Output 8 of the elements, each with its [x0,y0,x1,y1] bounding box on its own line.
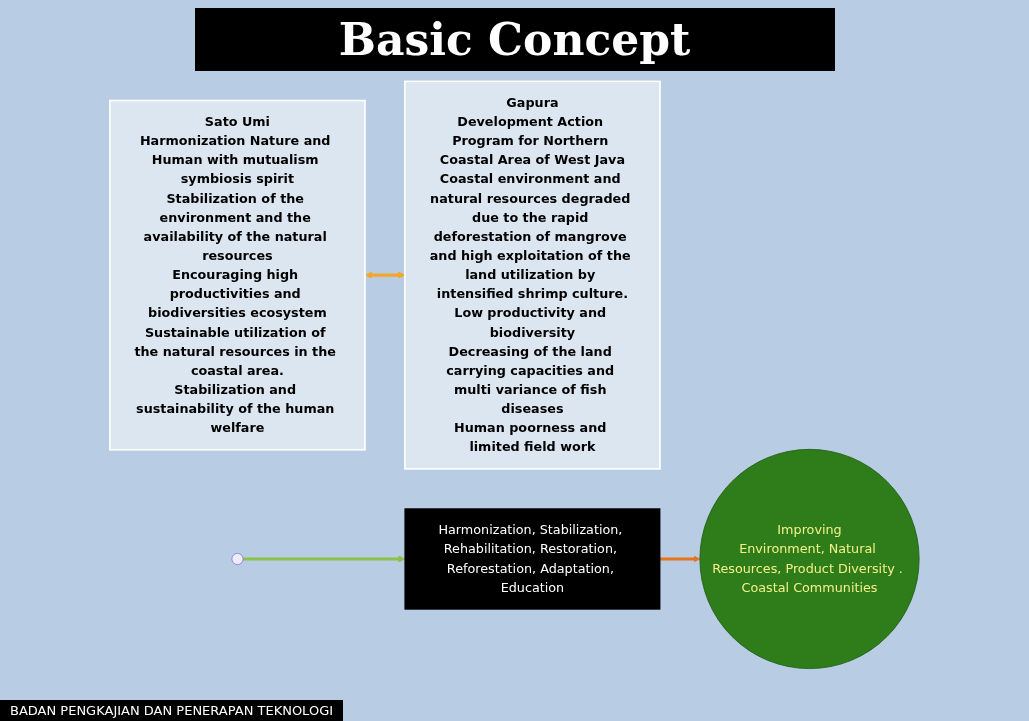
node-box: Sato Umi Harmonization Nature and Human with mutualism symbiosis spirit Stabilization of the environment and the availability of the natural resources Encouraging high productivities and biodiversities ecosystem Sustainable utilization of the natural resources in the coastal area. Stabilization and sustainability of the human welfare [109,99,366,451]
node-circle: Improving Environment, Natural Resources, Product Diversity . Coastal Communities [699,448,920,669]
footer-text: BADAN PENGKAJIAN DAN PENERAPAN TEKNOLOGI [0,700,344,721]
title-banner: Basic Concept [194,8,835,71]
arrow [660,555,701,563]
node-box: Gapura Development Action Program for Northern Coastal Area of West Java Coastal environment and natural resources degraded due to the rapid deforestation of mangrove and high exploitation of the land utilization by intensified shrimp culture. Low productivity and biodiversity Decreasing of the land carrying capacities and multi variance of fish diseases Human poorness and limited field work [404,80,661,470]
arrow [243,555,406,563]
node-box: Harmonization, Stabilization, Rehabilitation, Restoration, Reforestation, Adaptation, Education [404,508,661,610]
